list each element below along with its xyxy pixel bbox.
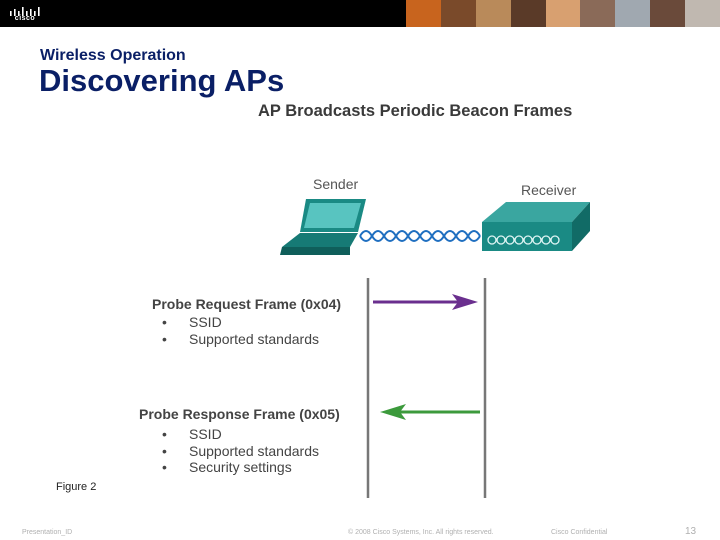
photo-tile [440,0,476,27]
photo-tile [615,0,651,27]
figure-caption: Figure 2 [56,481,97,493]
laptop-icon [280,199,366,255]
photo-tile [475,0,511,27]
photo-tile [406,0,441,27]
page-number: 13 [685,526,697,537]
photo-tile [545,0,581,27]
list-item: SSID [162,426,319,443]
probe-request-title: Probe Request Frame (0x04) [152,296,342,312]
receiver-label: Receiver [521,182,577,198]
probe-request-arrow [373,294,478,310]
cisco-logo: cisco [8,4,42,24]
probe-response-title: Probe Response Frame (0x05) [139,406,340,422]
photo-tile [510,0,546,27]
slide-subtitle: Wireless Operation [40,47,186,64]
sender-label: Sender [313,176,359,192]
access-point-icon [482,202,590,251]
probe-response-arrow [380,404,480,420]
logo-bars-icon [10,7,40,16]
probe-response-list: SSID Supported standards Security settin… [162,426,319,476]
wireless-signal-icon [359,230,481,242]
header-photo-strip [406,0,720,27]
list-item: SSID [162,314,319,331]
list-item: Supported standards [162,443,319,460]
slide-title: Discovering APs [39,63,285,98]
photo-tile [650,0,686,27]
photo-tile [580,0,616,27]
list-item: Supported standards [162,331,319,348]
footer-confidential: Cisco Confidential [551,529,608,536]
footer-presentation-id: Presentation_ID [22,529,73,536]
footer-copyright: © 2008 Cisco Systems, Inc. All rights re… [348,529,494,536]
logo-wordmark: cisco [14,15,36,22]
list-item: Security settings [162,459,319,476]
photo-tile [685,0,720,27]
probe-request-list: SSID Supported standards [162,314,319,347]
figure-title: AP Broadcasts Periodic Beacon Frames [258,102,573,120]
header-bar: cisco [0,0,720,27]
